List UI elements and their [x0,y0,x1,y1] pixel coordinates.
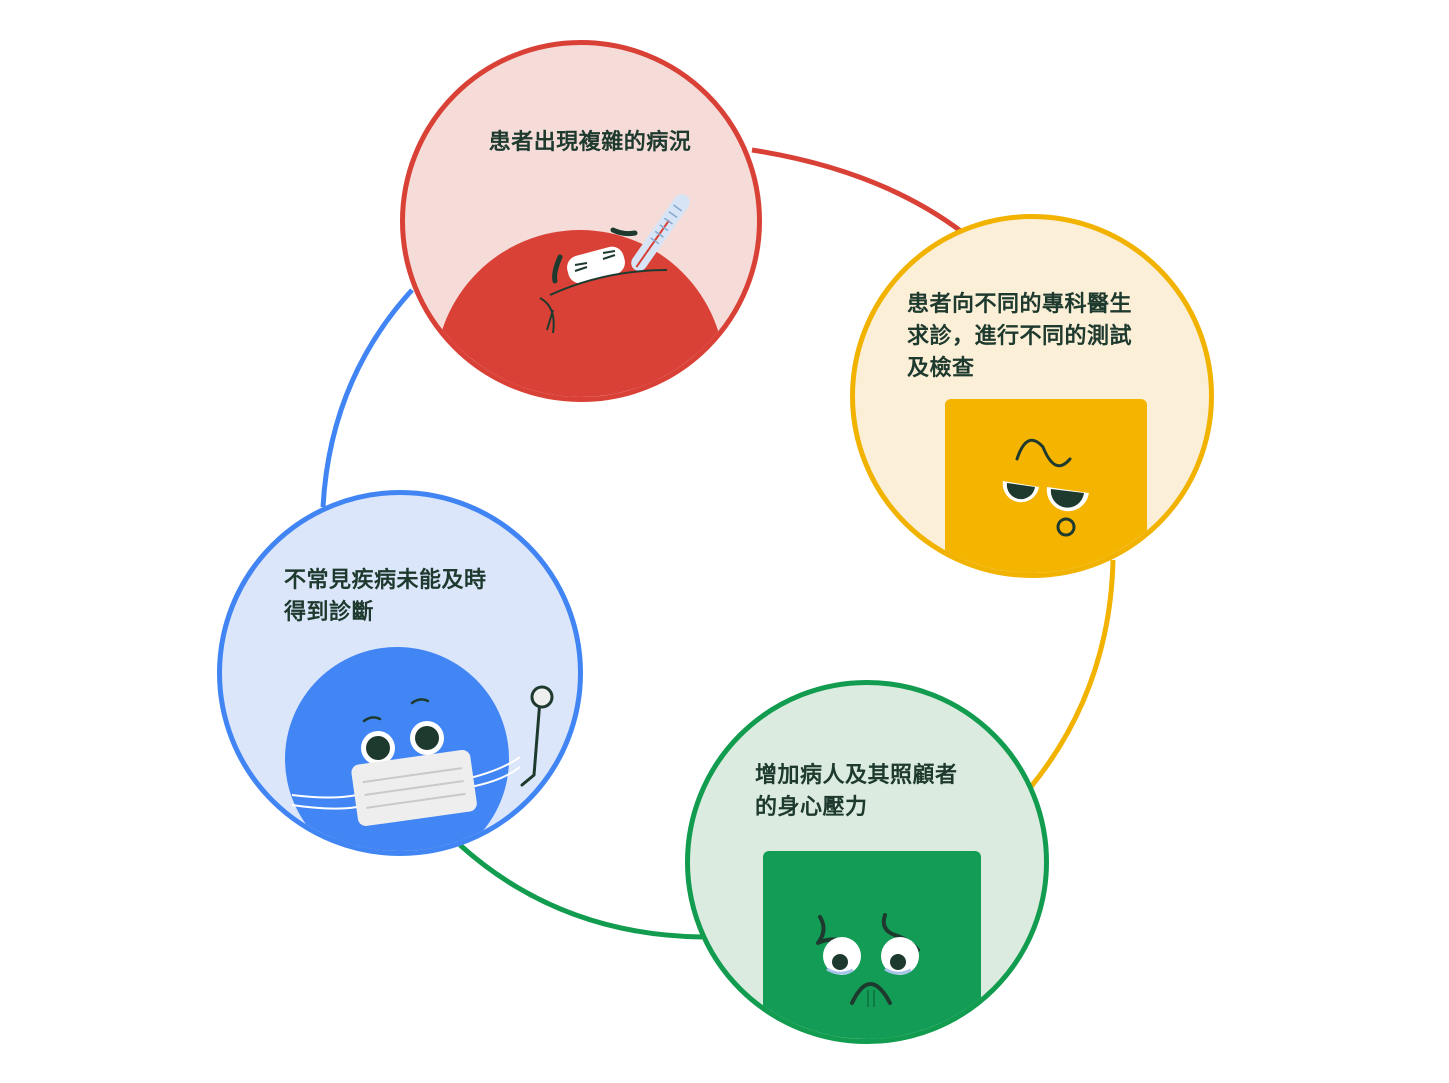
node-label: 不常見疾病未能及時 得到診斷 [284,568,487,625]
connector-blue-to-green [458,843,703,940]
node-label: 患者向不同的專科醫生 求診，進行不同的測試 及檢查 [907,292,1133,381]
connector-blue-to-red [320,288,414,508]
face-mask-icon [351,749,477,827]
connector-yellow-to-green [1028,559,1116,790]
cycle-node-complex-condition: 患者出現複雜的病況 [400,40,762,402]
cycle-node-multiple-specialists: 患者向不同的專科醫生 求診，進行不同的測試 及檢查 [850,214,1214,578]
skeptical-square-character [945,399,1147,573]
thermometer-icon [631,194,690,271]
node-label: 患者出現複雜的病況 [488,130,692,155]
sad-square-character [763,851,981,1039]
masked-blob-character [285,647,554,851]
sick-blob-character [435,194,725,397]
cycle-node-stress: 增加病人及其照顧者 的身心壓力 [685,680,1049,1044]
stethoscope-icon [520,698,542,787]
node-label: 增加病人及其照顧者 的身心壓力 [755,763,958,820]
connector-red-to-yellow [751,147,964,234]
cycle-node-delayed-diagnosis: 不常見疾病未能及時 得到診斷 [217,490,583,856]
